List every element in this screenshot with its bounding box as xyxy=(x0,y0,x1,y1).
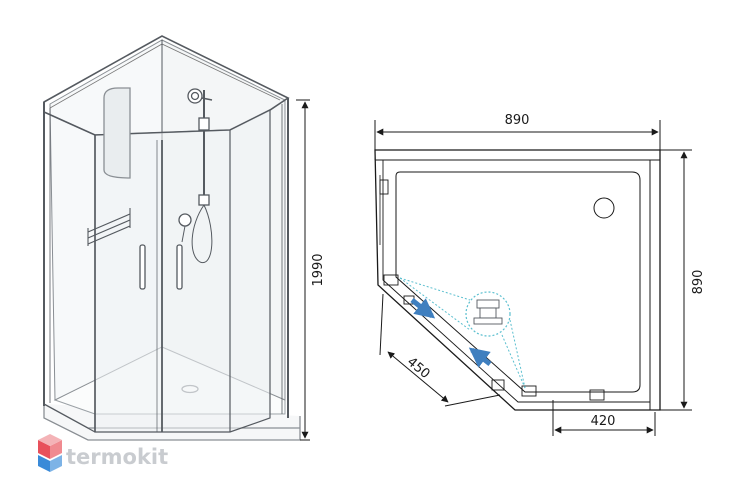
shower-hose xyxy=(191,204,213,264)
height-label: 1990 xyxy=(311,253,326,286)
shower-head xyxy=(187,88,203,104)
logo-cube-icon xyxy=(38,434,62,472)
handle-left xyxy=(139,244,146,290)
diagonal-dimension xyxy=(379,293,501,407)
sliding-direction-arrows xyxy=(410,298,492,368)
fitting-4 xyxy=(521,385,537,397)
brand-logo: termokit xyxy=(38,434,168,472)
fitting-1 xyxy=(383,274,399,286)
depth-label: 890 xyxy=(691,270,706,295)
bottom-dimension xyxy=(552,400,656,436)
depth-dimension xyxy=(655,149,692,411)
fitting-5 xyxy=(589,389,605,401)
plan-view xyxy=(374,149,661,411)
slide-arrow-right xyxy=(468,347,492,368)
width-label: 890 xyxy=(505,113,530,128)
mixer-knob xyxy=(178,213,192,227)
plan-drain xyxy=(593,197,615,219)
slide-arrow-left xyxy=(410,298,436,319)
detail-callout xyxy=(399,277,526,389)
back-window xyxy=(103,87,131,179)
fitting-3 xyxy=(491,379,505,391)
perspective-view xyxy=(43,35,301,441)
towel-rail xyxy=(87,208,131,246)
handle-right xyxy=(176,244,183,290)
plan-outline xyxy=(374,149,661,411)
brand-name: termokit xyxy=(66,445,168,469)
bottom-label: 420 xyxy=(591,414,616,429)
tray-inner xyxy=(395,171,641,393)
diagonal-label: 450 xyxy=(404,355,433,382)
height-dimension xyxy=(296,99,310,441)
